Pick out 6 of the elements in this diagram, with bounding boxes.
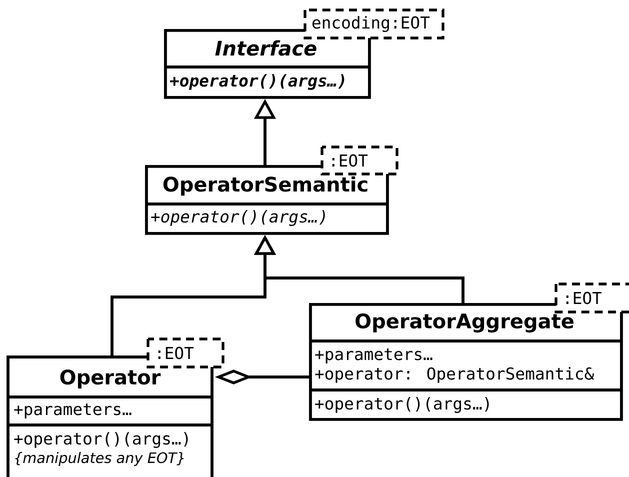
- template-parameter: :EOT: [320, 146, 398, 176]
- template-parameter: :EOT: [146, 338, 224, 368]
- class-box: OperatorAggregate +parameters… +operator: OperatorSemantic& +operator()(args…): [309, 303, 623, 421]
- class-box: Interface +operator()(args…): [164, 29, 371, 99]
- template-parameter: encoding:EOT: [304, 8, 444, 40]
- template-parameter: :EOT: [554, 282, 629, 314]
